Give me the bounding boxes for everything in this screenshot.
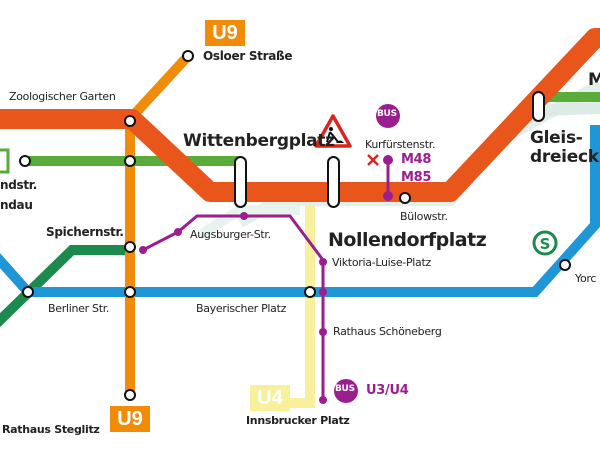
station-yorck: Yorc [575, 272, 597, 285]
bus-icon [376, 104, 400, 128]
station-innsbrucker-platz: Innsbrucker Platz [246, 414, 350, 427]
bus-badge: BUS [377, 109, 397, 119]
station-berliner-str: Berliner Str. [48, 302, 110, 315]
station-spichernstr: Spichernstr. [46, 225, 124, 239]
construction-warning-icon [314, 114, 352, 148]
u9-badge-bottom: U9 [110, 406, 150, 432]
closed-stop-x-icon [367, 154, 379, 166]
u1-badge-partial [0, 148, 10, 174]
station-wittenbergplatz: Wittenbergplatz [183, 131, 335, 151]
station-gleisdreieck-2: dreieck [530, 147, 599, 167]
station-viktoria-luise-platz: Viktoria-Luise-Platz [332, 256, 431, 269]
u9-line [125, 52, 192, 395]
station-rathaus-schoeneberg: Rathaus Schöneberg [333, 325, 442, 338]
bus-icon-u3u4 [334, 379, 358, 403]
station-nollendorfplatz: Nollendorfplatz [328, 229, 487, 251]
station-osloer-strasse: Osloer Straße [203, 49, 293, 63]
station-partial-m: M [588, 70, 600, 90]
bus-m85: M85 [401, 170, 432, 185]
s-line [0, 245, 130, 328]
station-partial-ndau: ndau [0, 198, 33, 212]
pale-band-2 [197, 205, 300, 240]
station-rathaus-steglitz: Rathaus Steglitz [2, 423, 100, 436]
station-buelowstr: Bülowstr. [400, 210, 448, 223]
u9-badge-top: U9 [205, 20, 245, 46]
u7-line [0, 125, 600, 297]
station-augsburger-str: Augsburger-Str. [190, 228, 271, 241]
u4-badge: U4 [250, 385, 290, 411]
station-bayerischer-platz: Bayerischer Platz [196, 302, 287, 315]
station-kurfuerstenstr: Kurfürstenstr. [365, 138, 436, 151]
sbahn-logo-icon: S [532, 230, 558, 256]
station-gleisdreieck-1: Gleis- [530, 128, 583, 148]
station-partial-ndstr: ndstr. [0, 178, 37, 192]
bus-u3u4: U3/U4 [366, 383, 409, 398]
bus-m48: M48 [401, 152, 432, 167]
stations [19, 50, 571, 401]
station-zoologischer-garten: Zoologischer Garten [9, 90, 116, 103]
pale-band-3 [539, 102, 600, 116]
bus-badge-u3u4: BUS [335, 384, 355, 394]
u2-line [0, 28, 600, 202]
bus-stops [139, 155, 393, 404]
svg-text:S: S [540, 235, 551, 253]
